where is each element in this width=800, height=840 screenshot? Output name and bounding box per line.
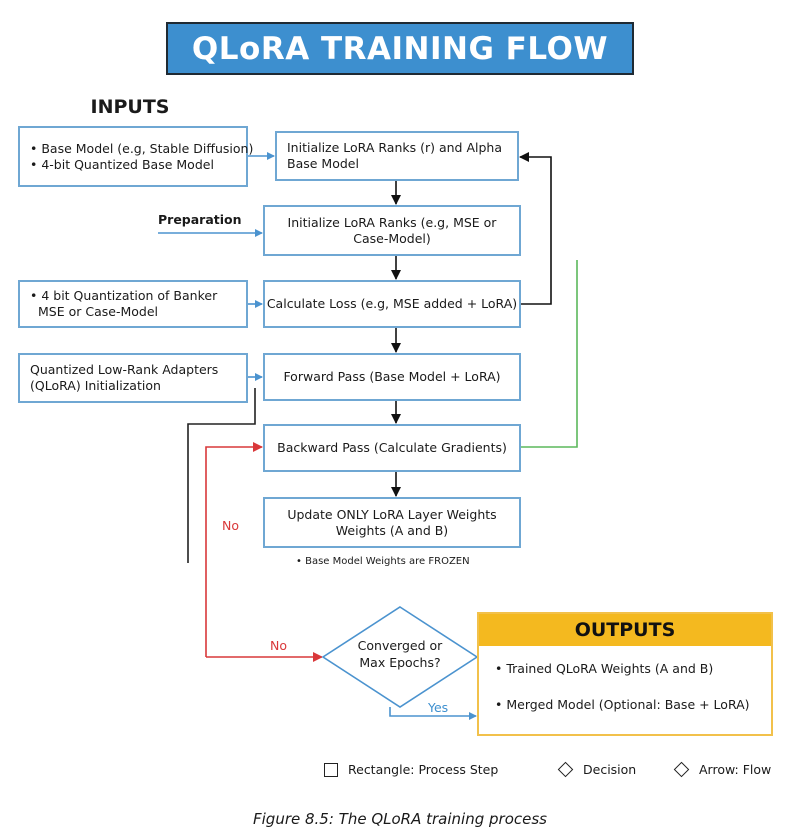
figure-caption: Figure 8.5: The QLoRA training process [253,810,547,828]
step-line: Case-Model) [353,230,431,246]
input-box-base-model: • Base Model (e.g, Stable Diffusion) • 4… [18,126,253,187]
step-line: Forward Pass (Base Model + LoRA) [283,369,501,384]
step-init-lora-ranks-alpha: Initialize LoRA Ranks (r) and Alpha Base… [275,131,519,181]
frozen-weights-note: • Base Model Weights are FROZEN [296,556,470,567]
input-line: • 4-bit Quantized Base Model [30,156,214,172]
arrow-no-loop-to-backward [205,442,263,657]
step-update-lora-weights: Update ONLY LoRA Layer Weights Weights (… [263,497,521,548]
diamond-icon [557,761,574,778]
step-backward-pass: Backward Pass (Calculate Gradients) [263,424,521,472]
legend-label: Rectangle: Process Step [348,762,499,777]
decision-line: Converged or [357,638,443,653]
input-line: Quantized Low-Rank Adapters [30,362,219,377]
preparation-label: Preparation [158,212,242,227]
legend-item-rectangle: Rectangle: Process Step [324,762,498,777]
step-line: Weights (A and B) [335,522,449,538]
input-line: • Base Model (e.g, Stable Diffusion) [30,140,254,156]
step-line: Calculate Loss (e.g, MSE added + LoRA) [266,296,518,311]
step-calculate-loss: Calculate Loss (e.g, MSE added + LoRA) [263,280,521,328]
legend-label: Arrow: Flow [699,762,772,777]
input-box-qlora-init: Quantized Low-Rank Adapters (QLoRA) Init… [18,353,248,403]
output-item: • Trained QLoRA Weights (A and B) [495,661,714,676]
decision-yes-label: Yes [428,700,449,715]
decision-no-label: No [270,638,287,653]
input-line: (QLoRA) Initialization [30,378,161,393]
line-forward-black [187,388,256,563]
step-line: Backward Pass (Calculate Gradients) [277,440,507,455]
step-forward-pass: Forward Pass (Base Model + LoRA) [263,353,521,401]
line-backward-green [520,260,578,448]
outputs-box: OUTPUTS • Trained QLoRA Weights (A and B… [477,612,773,736]
diagram-title: QLoRA TRAINING FLOW [191,30,609,67]
arrow-yes-to-outputs [389,707,477,720]
input-box-quantization: • 4 bit Quantization of Banker MSE or Ca… [18,280,248,328]
diamond-icon [673,761,690,778]
decision-text: Converged or Max Epochs? [340,637,460,671]
legend-label: Decision [583,762,637,777]
inputs-heading: INPUTS [90,96,170,118]
outputs-heading: OUTPUTS [479,614,771,646]
output-item: • Merged Model (Optional: Base + LoRA) [495,697,750,712]
square-icon [324,762,338,777]
step-init-lora-ranks: Initialize LoRA Ranks (e.g, MSE or Case-… [263,205,521,256]
step-line: Base Model [287,156,359,171]
step-line: Initialize LoRA Ranks (e.g, MSE or [287,214,497,230]
legend-item-decision: Decision [557,761,637,778]
step-line: Update ONLY LoRA Layer Weights [287,506,497,522]
input-line: • 4 bit Quantization of Banker [30,288,218,303]
step-line: Initialize LoRA Ranks (r) and Alpha [287,140,502,155]
loop-no-label: No [222,518,239,533]
decision-diamond [321,606,479,708]
input-line: MSE or Case-Model [38,304,158,319]
legend-item-arrow: Arrow: Flow [673,761,772,778]
title-banner: QLoRA TRAINING FLOW [166,22,634,75]
arrow-loss-loop-to-step1 [519,152,552,305]
decision-line: Max Epochs? [359,655,441,670]
